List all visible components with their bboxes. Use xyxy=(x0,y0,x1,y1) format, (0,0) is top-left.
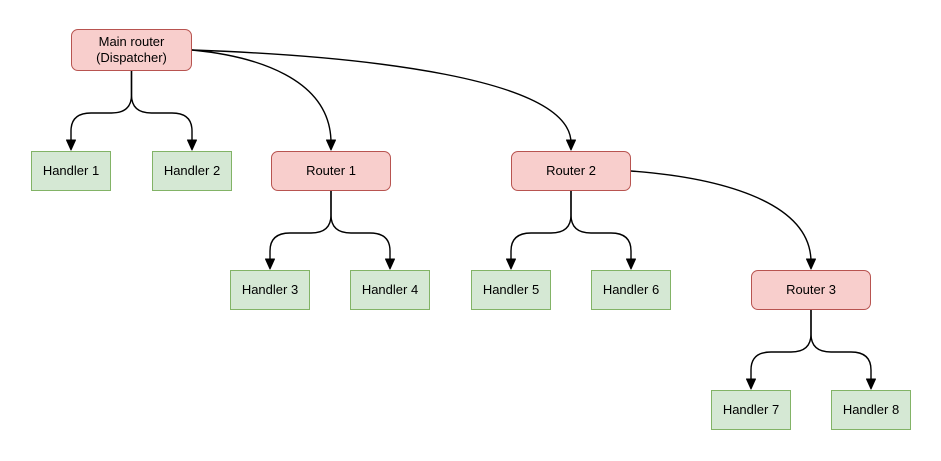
node-main-router-dispatcher: Main router (Dispatcher) xyxy=(71,29,192,71)
arrowhead-router-3-to-handler-8 xyxy=(866,378,876,390)
edge-router-2-to-handler-5 xyxy=(510,191,572,262)
node-handler-7: Handler 7 xyxy=(711,390,791,430)
edge-main-router-dispatcher-to-handler-2 xyxy=(130,71,193,143)
node-label-main-router-dispatcher: Main router (Dispatcher) xyxy=(96,34,167,65)
arrowhead-main-router-dispatcher-to-router-1 xyxy=(326,139,336,151)
node-router-3: Router 3 xyxy=(751,270,871,310)
arrowhead-router-1-to-handler-4 xyxy=(385,258,395,270)
node-handler-8: Handler 8 xyxy=(831,390,911,430)
edge-main-router-dispatcher-to-router-1 xyxy=(191,49,332,144)
node-label-handler-7: Handler 7 xyxy=(722,402,780,417)
node-label-router-3: Router 3 xyxy=(786,282,836,297)
node-label-handler-4: Handler 4 xyxy=(361,282,419,297)
node-label-router-1: Router 1 xyxy=(306,163,356,178)
arrowhead-main-router-dispatcher-to-router-2 xyxy=(566,139,576,151)
arrowhead-router-1-to-handler-3 xyxy=(265,258,275,270)
arrowhead-router-2-to-handler-5 xyxy=(506,258,516,270)
node-handler-6: Handler 6 xyxy=(591,270,671,310)
node-handler-2: Handler 2 xyxy=(152,151,232,191)
edge-router-2-to-router-3 xyxy=(630,170,812,263)
node-label-handler-1: Handler 1 xyxy=(42,163,100,178)
node-label-handler-5: Handler 5 xyxy=(482,282,540,297)
edge-router-1-to-handler-3 xyxy=(269,191,332,262)
edge-router-2-to-handler-6 xyxy=(570,191,632,262)
node-label-handler-3: Handler 3 xyxy=(241,282,299,297)
arrowhead-router-2-to-router-3 xyxy=(806,258,816,270)
node-label-handler-2: Handler 2 xyxy=(163,163,221,178)
node-handler-3: Handler 3 xyxy=(230,270,310,310)
node-handler-1: Handler 1 xyxy=(31,151,111,191)
edge-router-3-to-handler-8 xyxy=(810,310,872,382)
node-handler-4: Handler 4 xyxy=(350,270,430,310)
node-router-2: Router 2 xyxy=(511,151,631,191)
node-label-handler-8: Handler 8 xyxy=(842,402,900,417)
edge-router-3-to-handler-7 xyxy=(750,310,812,382)
arrowhead-router-3-to-handler-7 xyxy=(746,378,756,390)
node-label-handler-6: Handler 6 xyxy=(602,282,660,297)
arrowhead-main-router-dispatcher-to-handler-1 xyxy=(66,139,76,151)
edge-main-router-dispatcher-to-router-2 xyxy=(191,49,572,144)
node-label-router-2: Router 2 xyxy=(546,163,596,178)
node-handler-5: Handler 5 xyxy=(471,270,551,310)
edge-router-1-to-handler-4 xyxy=(330,191,391,262)
arrowhead-main-router-dispatcher-to-handler-2 xyxy=(187,139,197,151)
edge-main-router-dispatcher-to-handler-1 xyxy=(70,71,133,143)
arrowhead-router-2-to-handler-6 xyxy=(626,258,636,270)
node-router-1: Router 1 xyxy=(271,151,391,191)
